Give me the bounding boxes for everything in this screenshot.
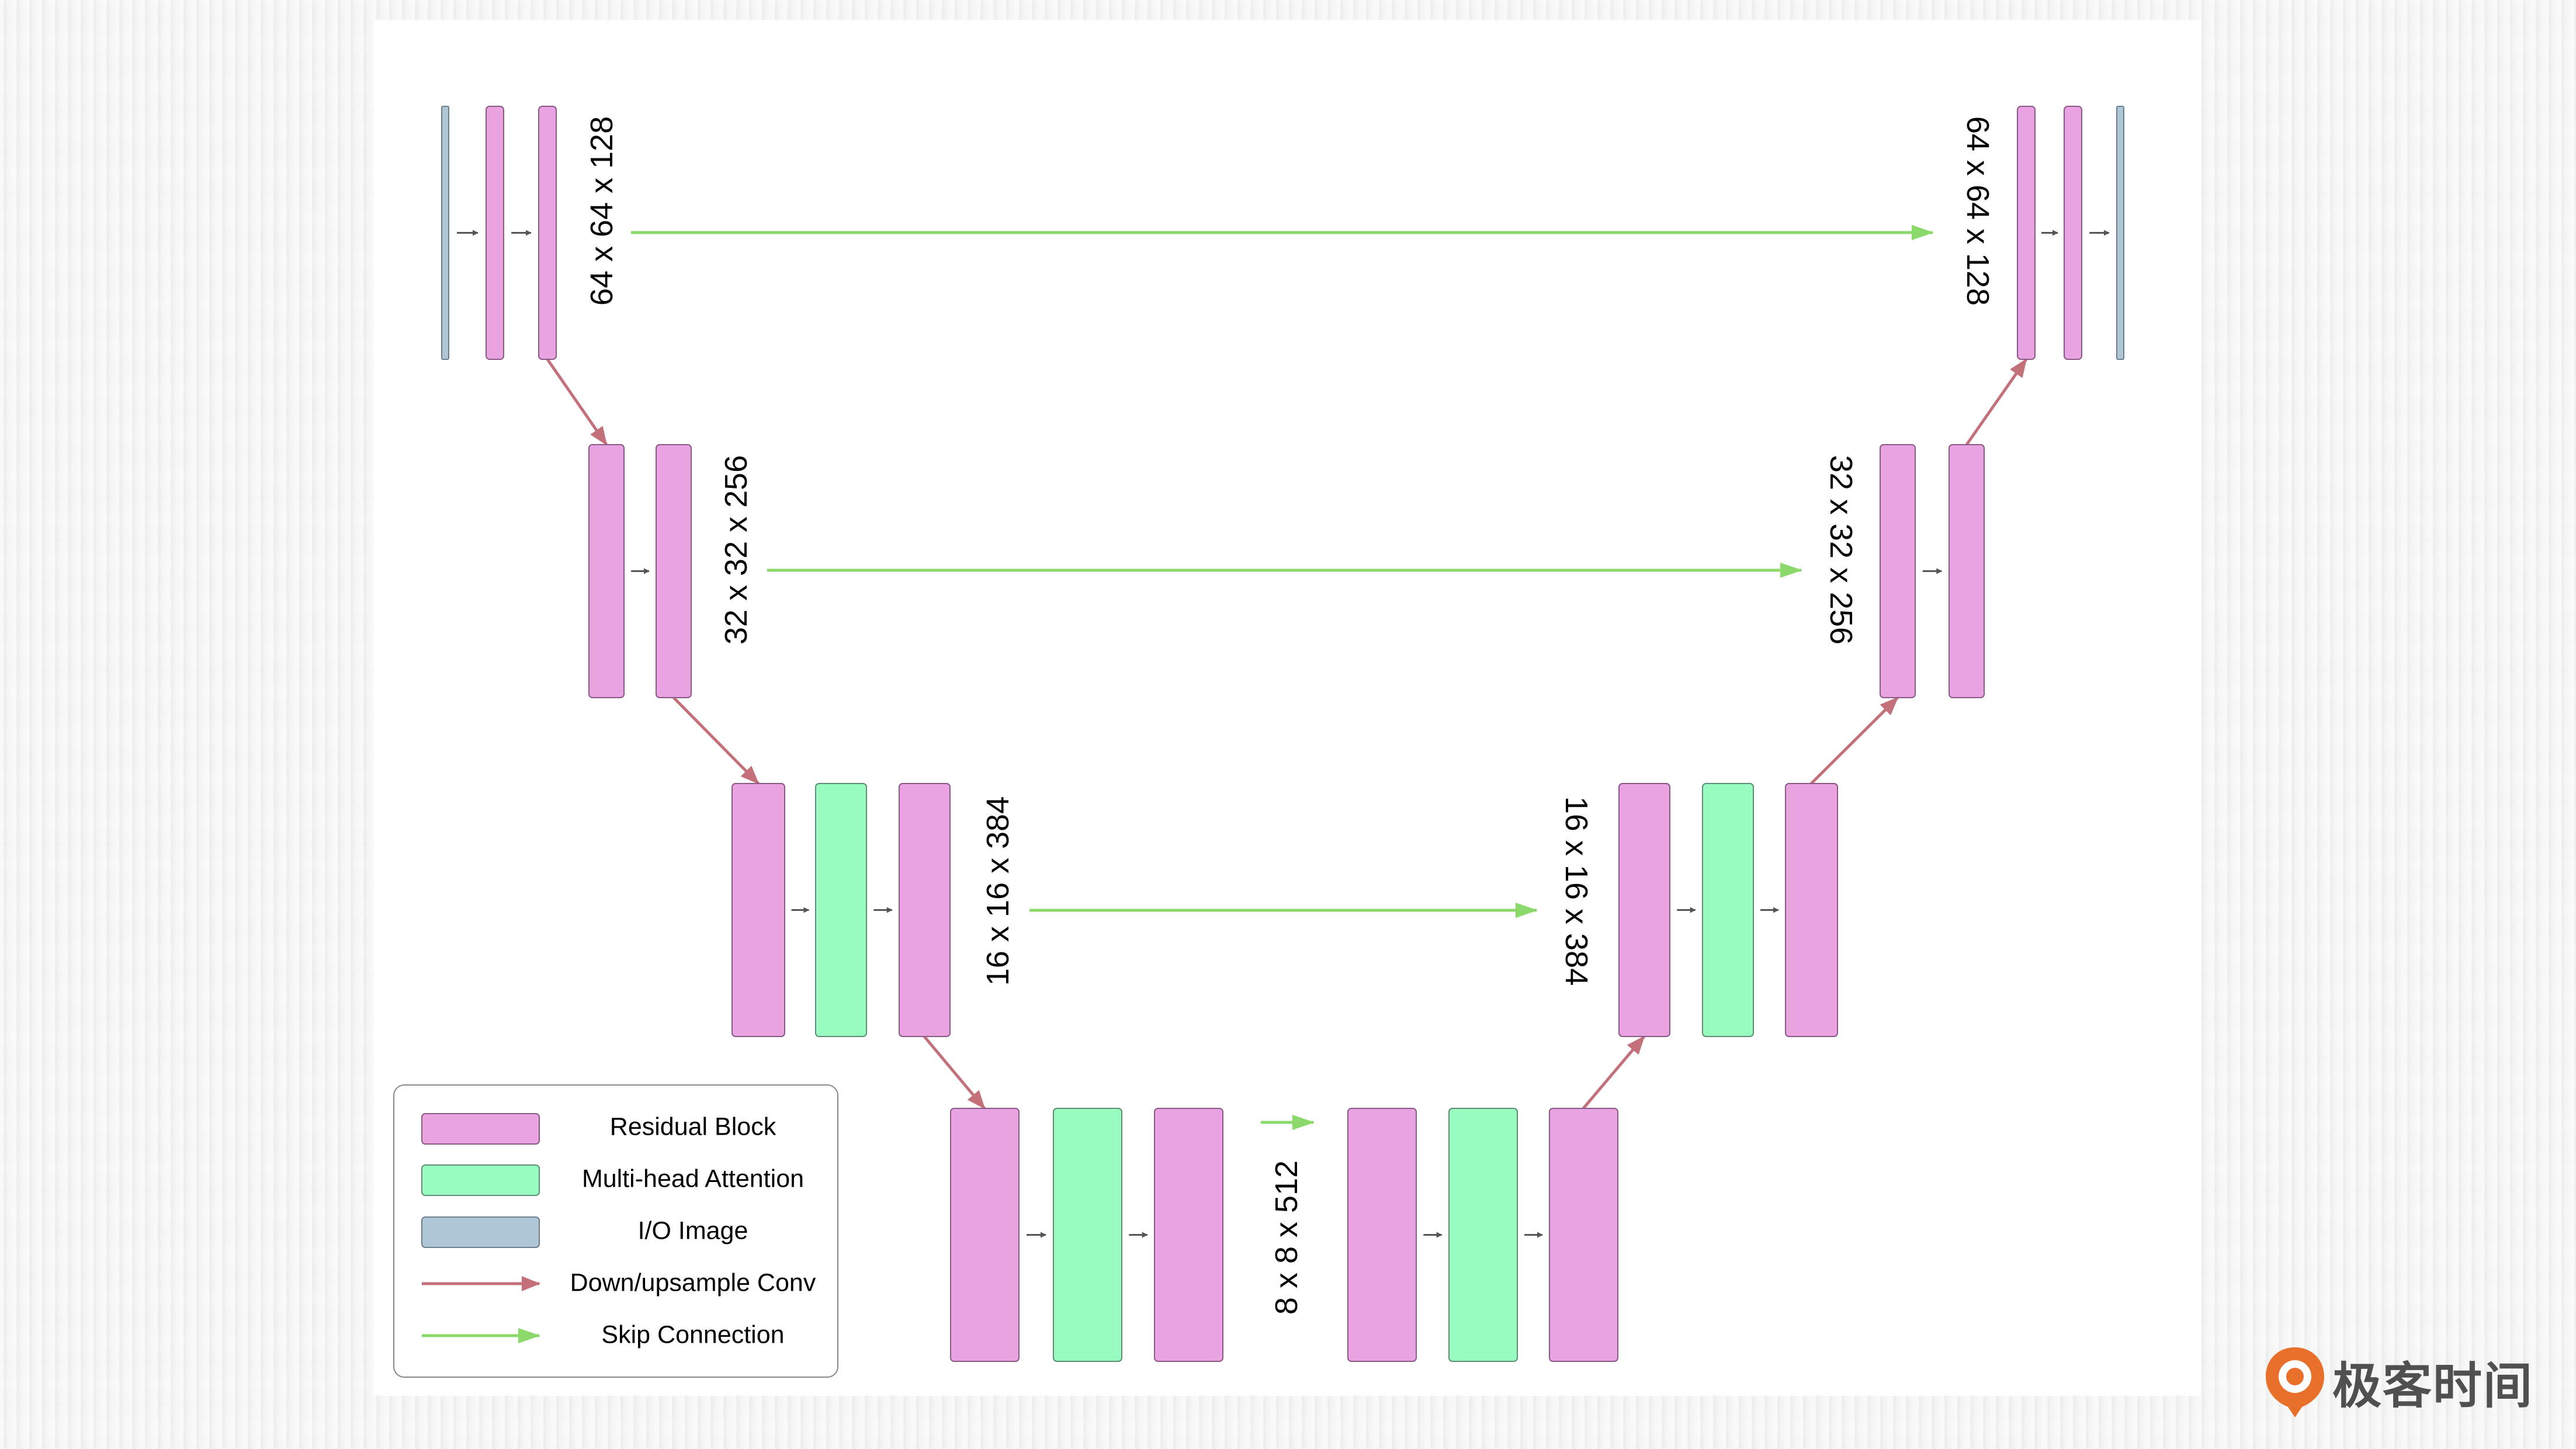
encoder-label-32: 32 x 32 x 256: [719, 455, 754, 644]
decoder-label-64: 64 x 64 x 128: [1960, 116, 1995, 306]
bottleneck-in-residual-block-3: [1154, 1108, 1223, 1362]
upsample-arrow-32-64: [1965, 358, 2028, 446]
decoder-label-16: 16 x 16 x 384: [1559, 796, 1594, 986]
skip-connections: [631, 225, 1934, 1130]
downsample-arrow-16-8: [923, 1035, 986, 1110]
legend-label-io: I/O Image: [638, 1216, 748, 1245]
legend-label-residual: Residual Block: [610, 1112, 776, 1141]
encoder-16-attention-block-2: [815, 783, 867, 1037]
decoder-64-residual-block-1: [2017, 106, 2036, 360]
encoder-64-residual-block-2: [486, 106, 504, 360]
upsample-arrow-8-16: [1582, 1035, 1645, 1110]
bottleneck-out-attention-block-2: [1448, 1108, 1518, 1362]
decoder-16-residual-block-1: [1618, 783, 1670, 1037]
upsample-arrows: [1582, 358, 2028, 1110]
geektime-logo-icon: [2266, 1347, 2324, 1417]
encoder-16-residual-block-1: [731, 783, 785, 1037]
downsample-arrow-64-32: [546, 358, 608, 446]
decoder-32-residual-block-2: [1949, 444, 1985, 698]
decoder-64-io-image-3: [2116, 106, 2124, 360]
bottleneck-out-residual-block-1: [1347, 1108, 1417, 1362]
decoder-16-residual-block-3: [1785, 783, 1838, 1037]
legend-swatch-io: [421, 1216, 540, 1248]
downsample-arrows: [546, 358, 986, 1110]
legend: Residual Block Multi-head Attention I/O …: [393, 1084, 838, 1378]
watermark-text: 极客时间: [2332, 1357, 2534, 1415]
legend-swatch-attention: [421, 1164, 540, 1196]
upsample-arrow-16-32: [1810, 696, 1899, 785]
decoder-label-32: 32 x 32 x 256: [1823, 455, 1859, 644]
bottleneck-in-residual-block-1: [950, 1108, 1020, 1362]
geektime-watermark: 极客时间: [2262, 1344, 2533, 1420]
slide-canvas: 64 x 64 x 128 64 x 64 x 128 32 x 32 x 25…: [374, 20, 2201, 1396]
encoder-64-io-image-1: [441, 106, 449, 360]
legend-box: [393, 1084, 838, 1378]
encoder-label-64: 64 x 64 x 128: [584, 116, 619, 306]
bottleneck-out-residual-block-3: [1549, 1108, 1618, 1362]
decoder-64-residual-block-2: [2064, 106, 2082, 360]
decoder-32-residual-block-1: [1880, 444, 1916, 698]
blocks: [441, 106, 2124, 1362]
downsample-arrow-32-16: [672, 696, 760, 785]
decoder-16-attention-block-2: [1702, 783, 1754, 1037]
legend-swatch-residual: [421, 1113, 540, 1145]
bottleneck-in-attention-block-2: [1053, 1108, 1122, 1362]
encoder-label-16: 16 x 16 x 384: [980, 796, 1015, 986]
legend-label-skip: Skip Connection: [601, 1320, 784, 1349]
legend-label-attention: Multi-head Attention: [582, 1164, 804, 1193]
encoder-32-residual-block-2: [656, 444, 692, 698]
encoder-32-residual-block-1: [588, 444, 625, 698]
inner-arrows: [457, 230, 2110, 1238]
encoder-64-residual-block-3: [538, 106, 557, 360]
unet-architecture-diagram: 64 x 64 x 128 64 x 64 x 128 32 x 32 x 25…: [393, 106, 2124, 1378]
bottleneck-label-8: 8 x 8 x 512: [1269, 1160, 1304, 1315]
legend-label-down-up: Down/upsample Conv: [570, 1268, 816, 1297]
encoder-16-residual-block-3: [899, 783, 951, 1037]
